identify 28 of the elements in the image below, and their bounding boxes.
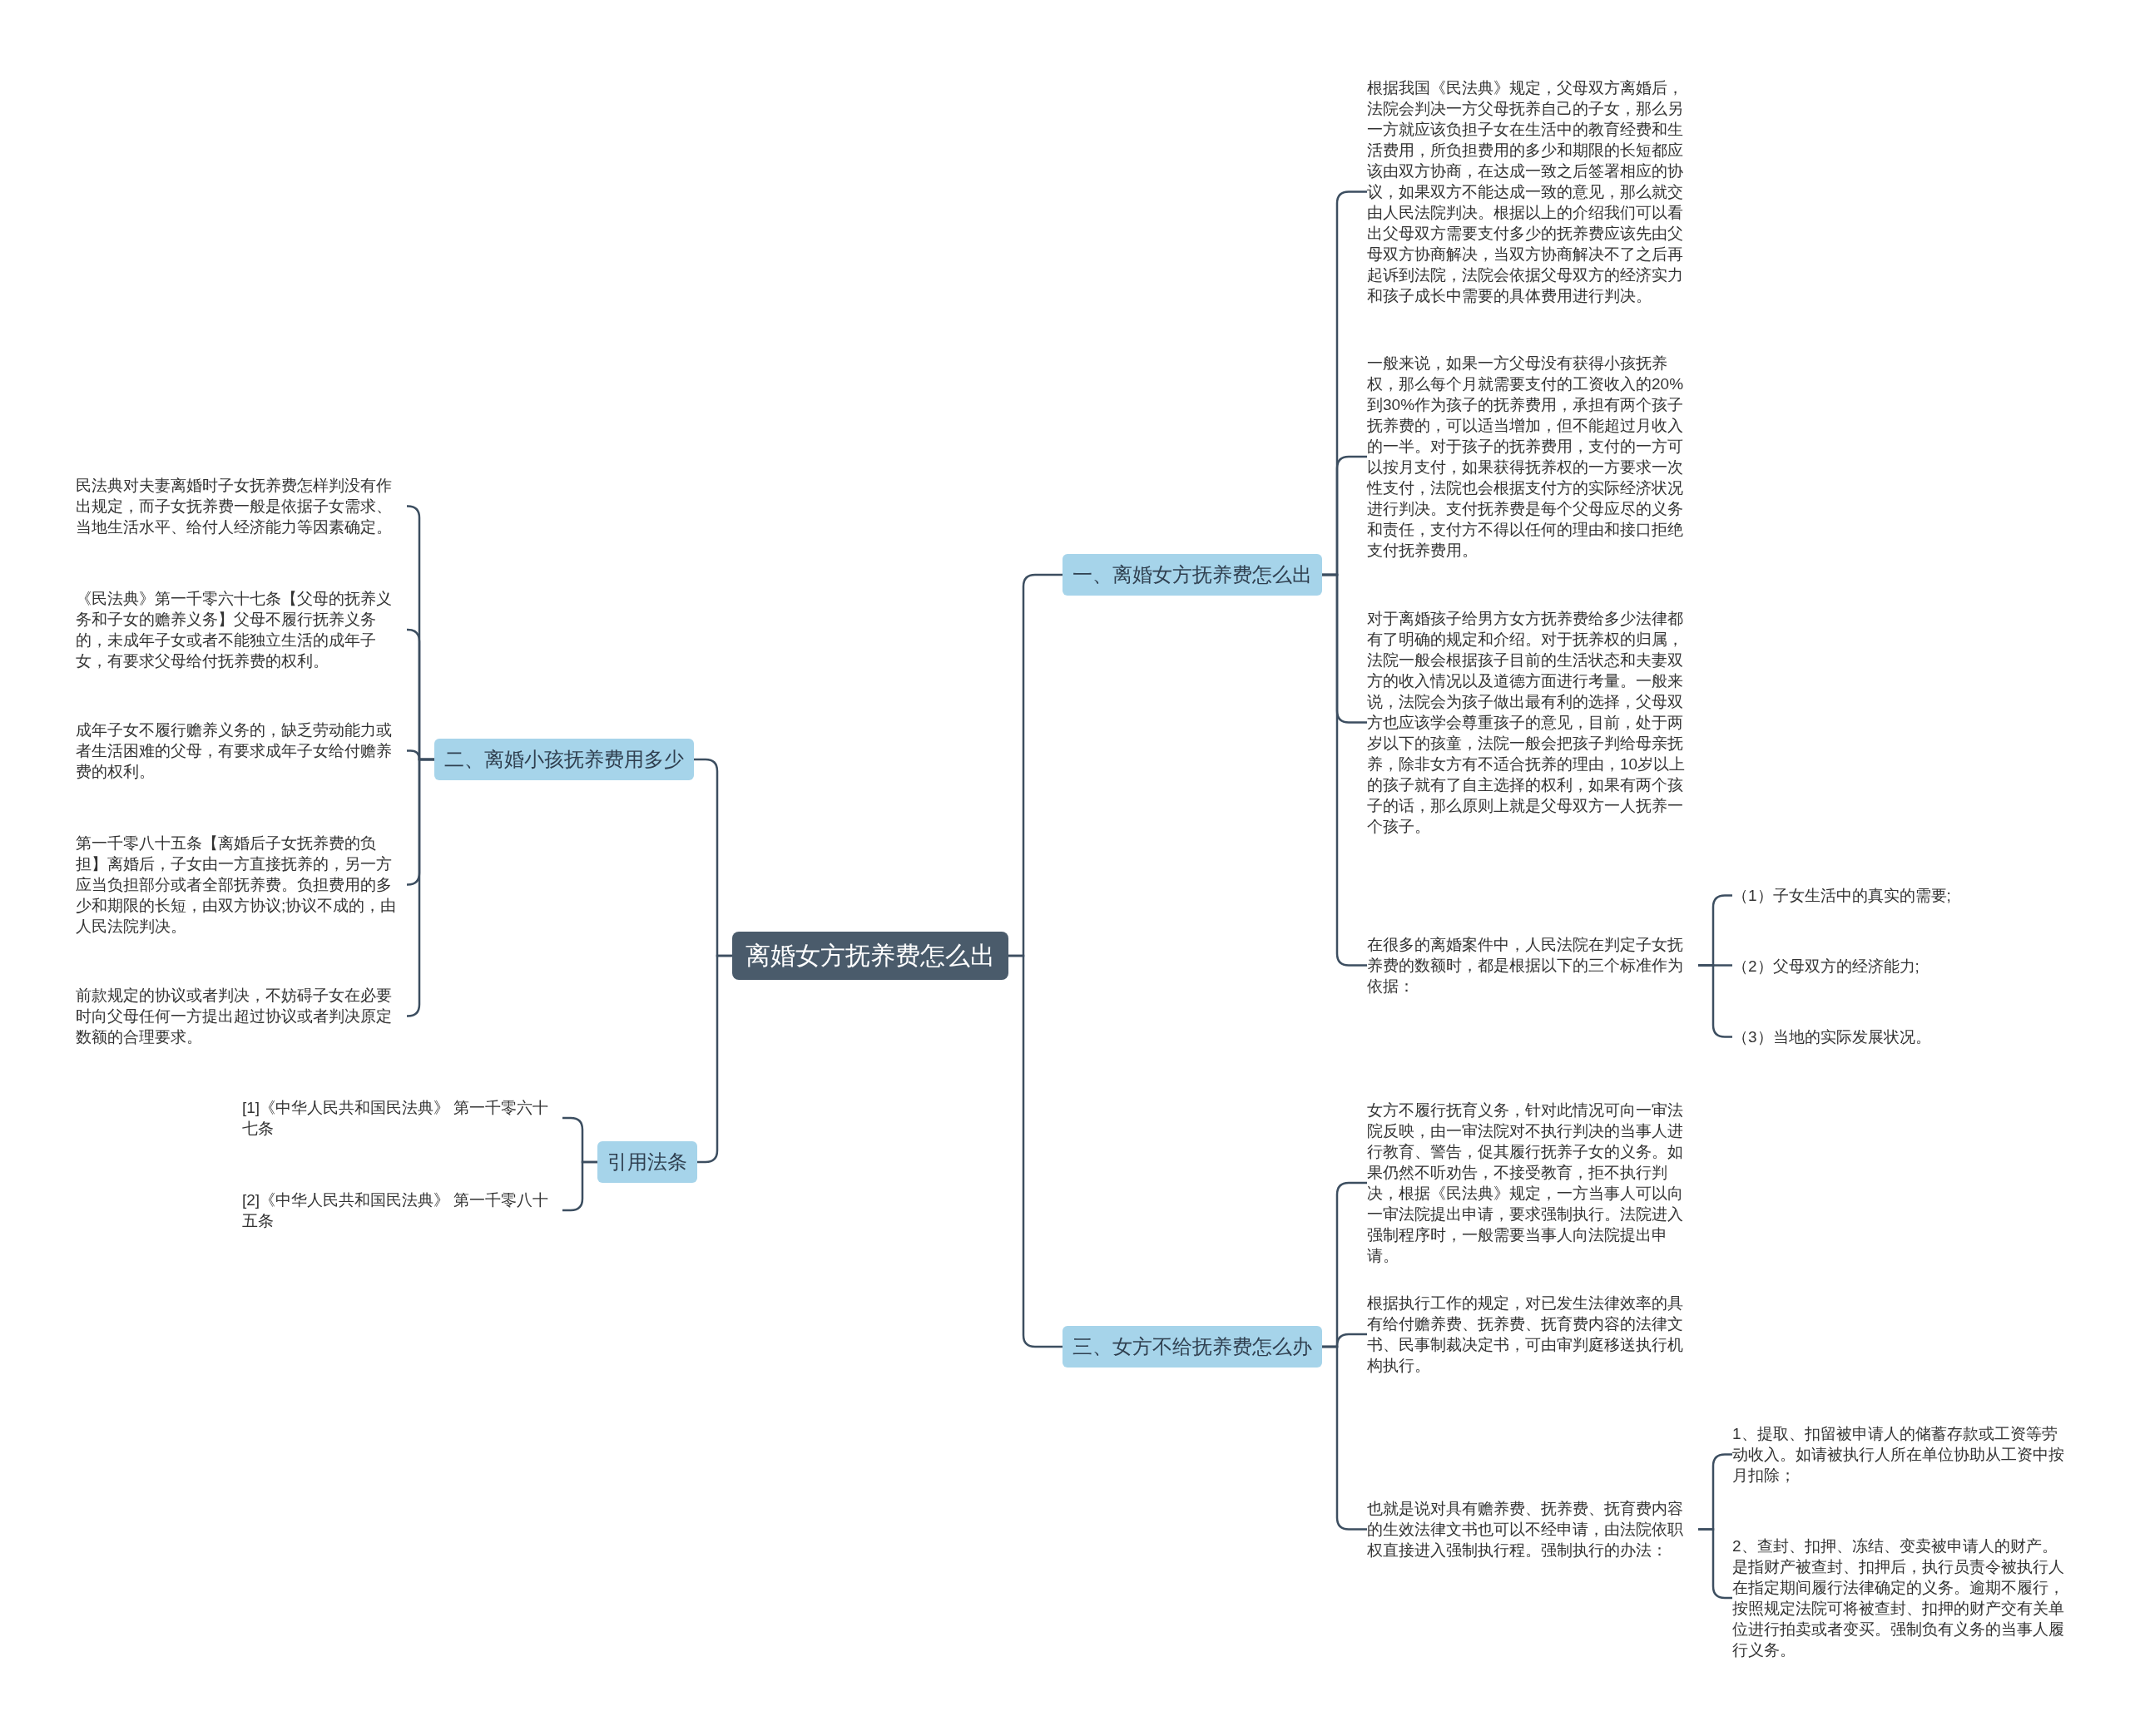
note-text: （1）子女生活中的真实的需要; xyxy=(1732,885,2082,906)
note-text: 对于离婚孩子给男方女方抚养费给多少法律都有了明确的规定和介绍。对于抚养权的归属，法院一般会根据孩子目前的生活状态和夫妻双方的收入情况以及道德方面进行考量。一般来说，法院会为孩子做出最有利的选择，父母双方也应该学会尊重孩子的意见，目前，处于两岁以下的孩童，法院一般会把孩子判给母亲抚养，除非女方有不适合抚养的理由，10岁以上的孩子就有了自主选择的权利，如果有两个孩子的话，那么原则上就是父母双方一人抚养一个孩子。 xyxy=(1367,608,1698,837)
note-text: 也就是说对具有赡养费、抚养费、抚育费内容的生效法律文书也可以不经申请，由法院依职权直接进入强制执行程。强制执行的办法： xyxy=(1367,1498,1698,1560)
connector-line xyxy=(697,954,732,1164)
note-text: 第一千零八十五条【离婚后子女抚养费的负担】离婚后，子女由一方直接抚养的，另一方应当负担部分或者全部抚养费。负担费用的多少和期限的长短，由双方协议;协议不成的，由人民法院判决。 xyxy=(76,833,407,937)
note-text: 《民法典》第一千零六十七条【父母的抚养义务和子女的赡养义务】父母不履行抚养义务的，未成年子女或者不能独立生活的成年子女，有要求父母给付抚养费的权利。 xyxy=(76,588,407,671)
note-text: 民法典对夫妻离婚时子女抚养费怎样判没有作出规定，而子女抚养费一般是依据子女需求、当地生活水平、给付人经济能力等因素确定。 xyxy=(76,475,407,537)
connector-line xyxy=(1322,573,1367,967)
connector-line xyxy=(1008,954,1063,1348)
note-text: 在很多的离婚案件中，人民法院在判定子女抚养费的数额时，都是根据以下的三个标准作为依据： xyxy=(1367,934,1698,997)
branch-topic: 二、离婚小孩抚养费用多少 xyxy=(434,739,694,780)
note-text: [1]《中华人民共和国民法典》 第一千零六十七条 xyxy=(242,1097,562,1139)
note-text: 2、查封、扣押、冻结、变卖被申请人的财产。是指财产被查封、扣押后，执行员责令被执行人在指定期间履行法律确定的义务。逾期不履行，按照规定法院可将被查封、扣押的财产交有关单位进行拍卖或者变买。强制负有义务的当事人履行义务。 xyxy=(1732,1536,2065,1660)
note-text: [2]《中华人民共和国民法典》 第一千零八十五条 xyxy=(242,1189,562,1231)
note-text: 女方不履行抚育义务，针对此情况可向一审法院反映，由一审法院对不执行判决的当事人进行教育、警告，促其履行抚养子女的义务。如果仍然不听劝告，不接受教育，拒不执行判决，根据《民法典》规定，一方当事人可以向一审法院提出申请，要求强制执行。法院进入强制程序时，一般需要当事人向法院提出申请。 xyxy=(1367,1100,1698,1266)
branch-topic: 一、离婚女方抚养费怎么出 xyxy=(1063,554,1322,596)
note-text: （3）当地的实际发展状况。 xyxy=(1732,1026,2082,1047)
note-text: （2）父母双方的经济能力; xyxy=(1732,956,2082,977)
note-text: 1、提取、扣留被申请人的储蓄存款或工资等劳动收入。如请被执行人所在单位协助从工资中按月扣除； xyxy=(1732,1423,2065,1486)
central-topic: 离婚女方抚养费怎么出 xyxy=(732,932,1008,980)
note-text: 前款规定的协议或者判决，不妨碍子女在必要时向父母任何一方提出超过协议或者判决原定数额的合理要求。 xyxy=(76,985,407,1047)
note-text: 一般来说，如果一方父母没有获得小孩抚养权，那么每个月就需要支付的工资收入的20%到30%作为孩子的抚养费用，承担有两个孩子抚养费的，可以适当增加，但不能超过月收入的一半。对于孩子的抚养费用，支付的一方可以按月支付，如果获得抚养权的一方要求一次性支付，法院也会根据支付方的实际经济状况进行判决。支付抚养费是每个父母应尽的义务和责任，支付方不得以任何的理由和接口拒绝支付抚养费用。 xyxy=(1367,353,1698,561)
branch-topic: 三、女方不给抚养费怎么办 xyxy=(1063,1326,1322,1368)
note-text: 成年子女不履行赡养义务的，缺乏劳动能力或者生活困难的父母，有要求成年子女给付赡养费的权利。 xyxy=(76,720,407,782)
note-text: 根据我国《民法典》规定，父母双方离婚后，法院会判决一方父母抚养自己的子女，那么另一方就应该负担子女在生活中的教育经费和生活费用，所负担费用的多少和期限的长短都应该由双方协商，在达成一致之后签署相应的协议，如果双方不能达成一致的意见，那么就交由人民法院判决。根据以上的介绍我们可以看出父母双方需要支付多少的抚养费应该先由父母双方协商解决，当双方协商解决不了之后再起诉到法院，法院会依据父母双方的经济实力和孩子成长中需要的具体费用进行判决。 xyxy=(1367,77,1698,306)
note-text: 根据执行工作的规定，对已发生法律效率的具有给付赡养费、抚养费、抚育费内容的法律文书、民事制裁决定书，可由审判庭移送执行机构执行。 xyxy=(1367,1293,1698,1376)
branch-topic: 引用法条 xyxy=(597,1141,697,1183)
connector-line xyxy=(1322,1345,1367,1531)
